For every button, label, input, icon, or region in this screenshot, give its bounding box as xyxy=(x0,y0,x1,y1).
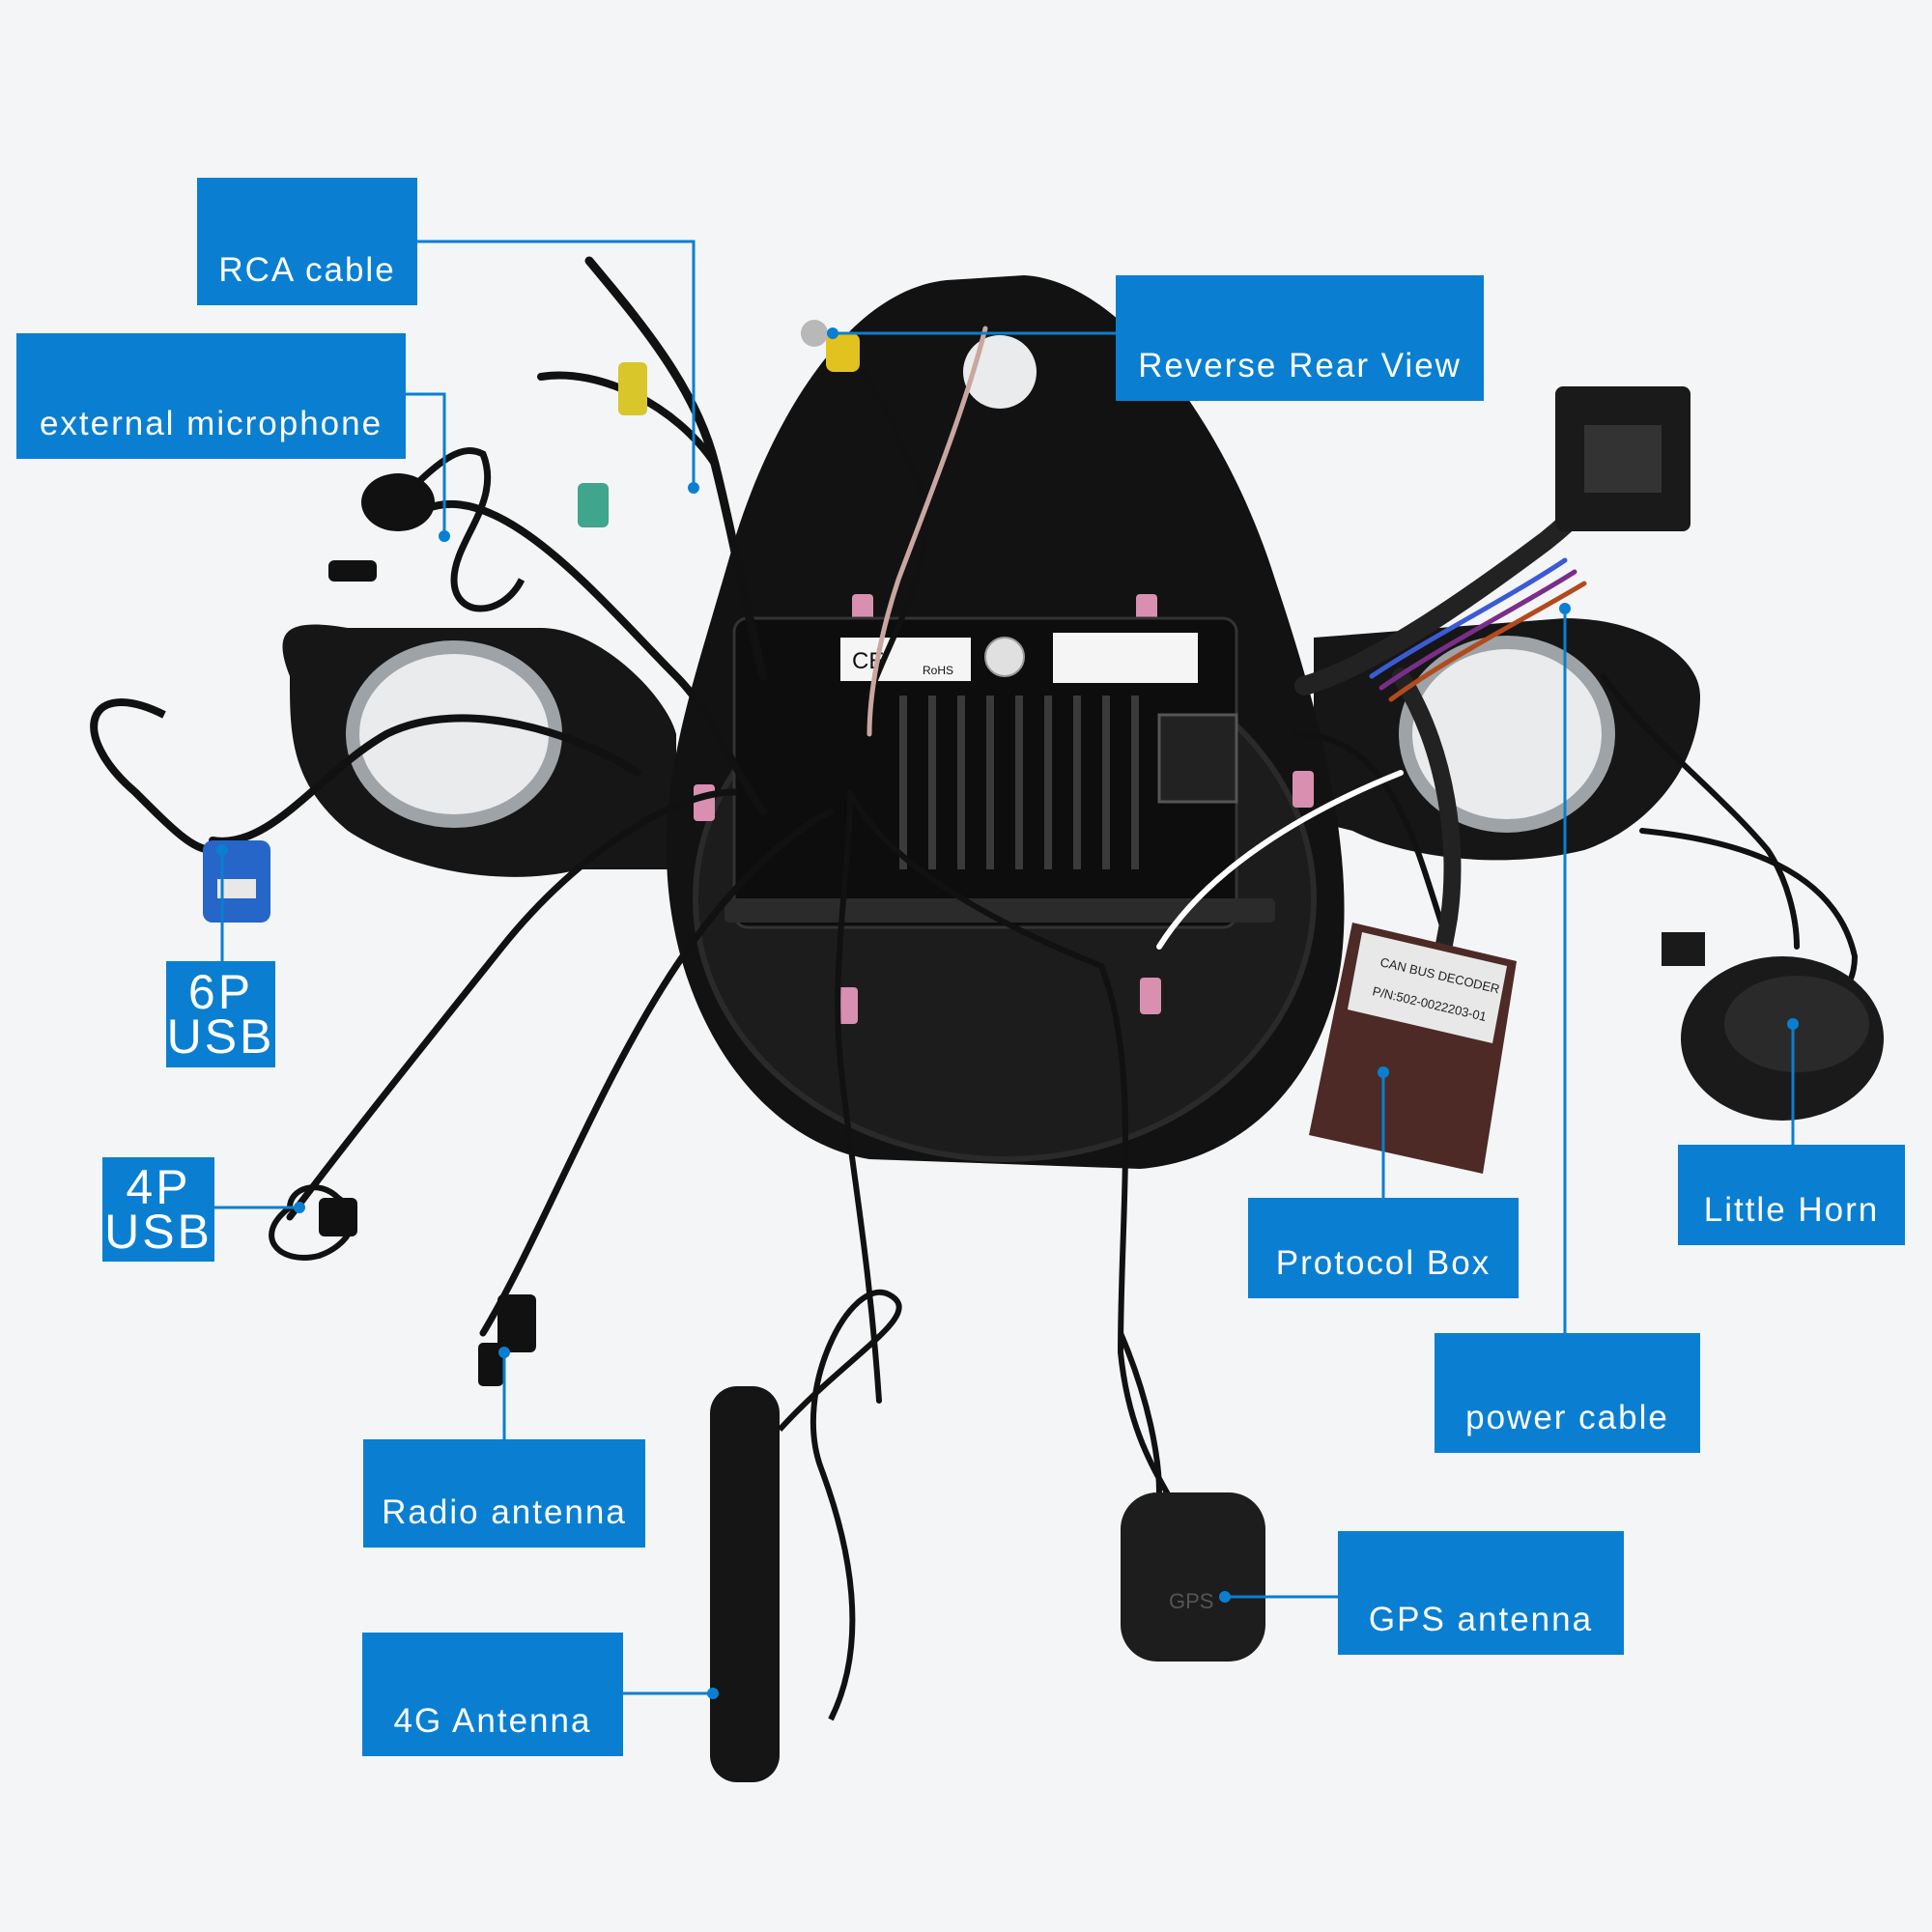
rohs-mark: RoHS xyxy=(923,664,953,677)
clip xyxy=(837,987,858,1024)
label-protocol-box: Protocol Box xyxy=(1248,1198,1519,1298)
right-ring xyxy=(1399,636,1615,833)
label-gps-antenna: GPS antenna xyxy=(1338,1531,1624,1655)
power-harness-plug xyxy=(1555,386,1690,531)
label-usb-6p: 6P USB xyxy=(166,961,275,1067)
mount-hole xyxy=(963,335,1037,409)
label-external-microphone-text: external microphone xyxy=(39,405,384,442)
power-plug-slot xyxy=(1584,425,1662,493)
bottom-slot xyxy=(724,898,1275,923)
radio-connector-tip xyxy=(478,1343,503,1386)
rear-connector xyxy=(1157,713,1238,804)
label-rca-cable-text: RCA cable xyxy=(218,251,396,289)
label-4g-antenna: 4G Antenna xyxy=(362,1633,623,1756)
label-usb-4p-line2: USB xyxy=(104,1205,213,1259)
label-power-cable: power cable xyxy=(1435,1333,1700,1453)
antenna-4g-body xyxy=(710,1386,780,1782)
radio-antenna-connector xyxy=(478,1294,536,1386)
gps-antenna-device: GPS xyxy=(1118,1331,1265,1662)
decoder-sticker xyxy=(1348,932,1507,1043)
label-little-horn-text: Little Horn xyxy=(1703,1191,1880,1229)
gps-antenna-puck xyxy=(1121,1492,1265,1662)
spec-sticker xyxy=(1053,633,1198,683)
clip xyxy=(694,784,715,821)
label-protocol-box-text: Protocol Box xyxy=(1275,1244,1492,1282)
rca-plug-yellow xyxy=(618,362,647,415)
protocol-box-device: CAN BUS DECODER P/N:502-0022203-01 xyxy=(1309,923,1517,1174)
label-reverse-rear-view: Reverse Rear View xyxy=(1116,275,1484,401)
qc-seal xyxy=(984,637,1025,677)
clip xyxy=(1140,978,1161,1014)
label-usb-6p-line1: 6P xyxy=(187,965,254,1019)
rca-plug-green xyxy=(578,483,609,527)
usb-6p-connector xyxy=(90,698,270,923)
label-external-microphone: external microphone xyxy=(16,333,406,459)
heatsink-fins xyxy=(899,696,1139,869)
label-usb-4p-line1: 4P xyxy=(126,1160,191,1214)
usb-4p-plug xyxy=(319,1198,357,1236)
rca-plugs xyxy=(578,320,860,527)
label-power-cable-text: power cable xyxy=(1465,1399,1669,1436)
label-reverse-rear-view-text: Reverse Rear View xyxy=(1138,347,1462,384)
rca-tip xyxy=(801,320,828,347)
horn-bracket xyxy=(1662,932,1705,966)
label-radio-antenna-text: Radio antenna xyxy=(382,1493,627,1531)
gps-marking: GPS xyxy=(1169,1589,1213,1613)
rca-plug-yellow-2 xyxy=(826,333,860,372)
label-gps-antenna-text: GPS antenna xyxy=(1368,1601,1594,1638)
clip xyxy=(1293,771,1314,808)
leader-lines xyxy=(214,240,1799,1699)
radio-connector-body xyxy=(497,1294,536,1352)
label-usb-6p-line2: USB xyxy=(166,1009,275,1064)
microphone xyxy=(328,447,526,612)
label-radio-antenna: Radio antenna xyxy=(363,1439,645,1548)
label-4g-antenna-text: 4G Antenna xyxy=(393,1702,592,1740)
little-horn-device xyxy=(1662,932,1884,1121)
microphone-clip xyxy=(328,560,377,582)
label-rca-cable: RCA cable xyxy=(197,178,417,305)
antenna-4g-device xyxy=(710,1289,902,1782)
usb-6p-port xyxy=(217,879,256,898)
label-little-horn: Little Horn xyxy=(1678,1145,1905,1245)
usb-4p-cable xyxy=(269,1184,357,1261)
compliance-sticker xyxy=(840,638,971,681)
label-usb-4p: 4P USB xyxy=(102,1157,214,1262)
